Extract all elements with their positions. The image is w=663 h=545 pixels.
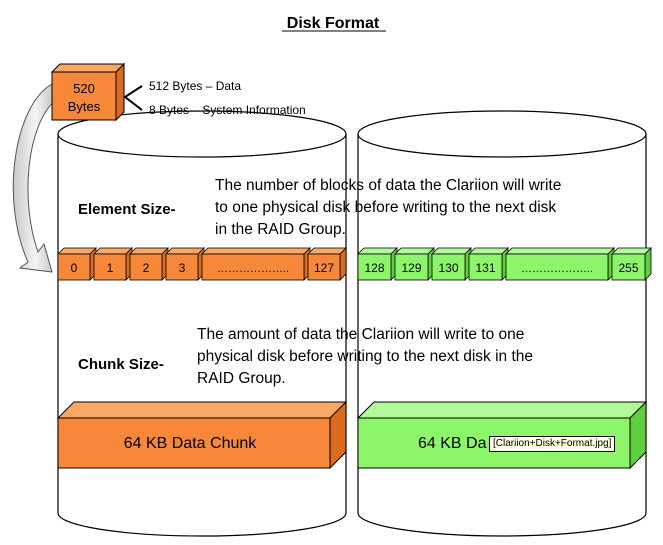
disk2-block-4: ……………….. (505, 247, 615, 281)
curved-arrow-icon (12, 83, 59, 273)
disk2-block-top (468, 247, 509, 255)
disk2-block-1: 129 (394, 247, 435, 281)
disk2-block-face (357, 253, 392, 281)
disk2-block-label: ……………….. (521, 263, 593, 275)
disk1-block-face (201, 253, 305, 281)
chunk-size-label: Chunk Size- (78, 356, 164, 373)
disk2-block-label: 129 (401, 261, 421, 275)
element-size-line-1: The number of blocks of data the Clariio… (215, 177, 561, 194)
disk-cylinder-1 (57, 110, 347, 537)
disk2-block-top (431, 247, 472, 255)
sector-unit: Bytes (68, 99, 101, 114)
page-title: Disk Format (287, 15, 380, 32)
disk1-block-face (165, 253, 199, 281)
disk2-block-row: 128 129 130 131 ……………….. 255 (357, 247, 652, 281)
disk2-block-2: 130 (431, 247, 472, 281)
disk2-block-label: 128 (364, 261, 384, 275)
disk1-block-1: 1 (93, 247, 133, 281)
disk2-block-face (468, 253, 503, 281)
disk1-block-side (339, 247, 347, 281)
disk1-block-face (57, 253, 91, 281)
sector-size: 520 (73, 81, 95, 96)
chunk-size-line-2: physical disk before writing to the next… (197, 348, 533, 365)
disk1-block-label: 1 (107, 261, 114, 275)
disk1-block-2: 2 (129, 247, 169, 281)
disk1-block-5: 127 (307, 247, 347, 281)
chunk-size-line-3: RAID Group. (197, 370, 286, 387)
disk1-block-top (307, 247, 347, 255)
disk1-block-top (57, 247, 97, 255)
disk2-block-label: 130 (438, 261, 458, 275)
disk2-block-face (505, 253, 609, 281)
disk2-block-top (394, 247, 435, 255)
disk2-block-label: 131 (475, 261, 495, 275)
disk2-block-face (394, 253, 429, 281)
disk2-block-face (611, 253, 646, 281)
element-size-line-2: to one physical disk before writing to t… (215, 199, 556, 216)
chunk-size-line-1: The amount of data the Clariion will wri… (197, 326, 524, 343)
element-size-line-3: in the RAID Group. (215, 221, 346, 238)
sector-system-part: 8 Bytes – System Information (149, 103, 306, 117)
sector-block: 520 Bytes (50, 62, 126, 122)
disk1-block-face (93, 253, 127, 281)
disk2-block-top (611, 247, 652, 255)
sector-brace (123, 85, 143, 111)
disk2-block-3: 131 (468, 247, 509, 281)
disk2-block-0: 128 (357, 247, 398, 281)
disk1-block-top (93, 247, 133, 255)
disk1-block-face (307, 253, 341, 281)
disk2-block-face (431, 253, 466, 281)
disk1-block-label: 127 (314, 261, 334, 275)
disk2-block-top (505, 247, 615, 255)
disk2-chunk-label: 64 KB Da (418, 435, 487, 452)
disk1-data-chunk: 64 KB Data Chunk (56, 400, 348, 470)
disk2-block-top (357, 247, 398, 255)
sector-data-part: 512 Bytes – Data (149, 79, 241, 93)
disk1-block-label: 0 (71, 261, 78, 275)
disk1-block-0: 0 (57, 247, 97, 281)
disk1-block-4: ……………….. (201, 247, 311, 281)
disk2-data-chunk: 64 KB Da (356, 400, 648, 470)
disk1-block-3: 3 (165, 247, 205, 281)
disk1-block-row: 0 1 2 3 ……………….. 127 (57, 247, 347, 281)
disk1-block-label: 2 (143, 261, 150, 275)
disk1-block-label: 3 (179, 261, 186, 275)
disk1-block-top (201, 247, 311, 255)
disk1-chunk-label: 64 KB Data Chunk (124, 435, 258, 452)
disk1-block-top (165, 247, 205, 255)
disk1-block-top (129, 247, 169, 255)
image-filename-tooltip: [Clariion+Disk+Format.jpg] (489, 436, 616, 452)
disk2-block-side (644, 247, 652, 281)
disk1-block-face (129, 253, 163, 281)
disk2-block-label: 255 (618, 261, 638, 275)
element-size-label: Element Size- (78, 201, 176, 218)
disk2-block-5: 255 (611, 247, 652, 281)
disk-cylinder-2 (357, 110, 647, 537)
disk1-block-label: ……………….. (217, 263, 289, 275)
